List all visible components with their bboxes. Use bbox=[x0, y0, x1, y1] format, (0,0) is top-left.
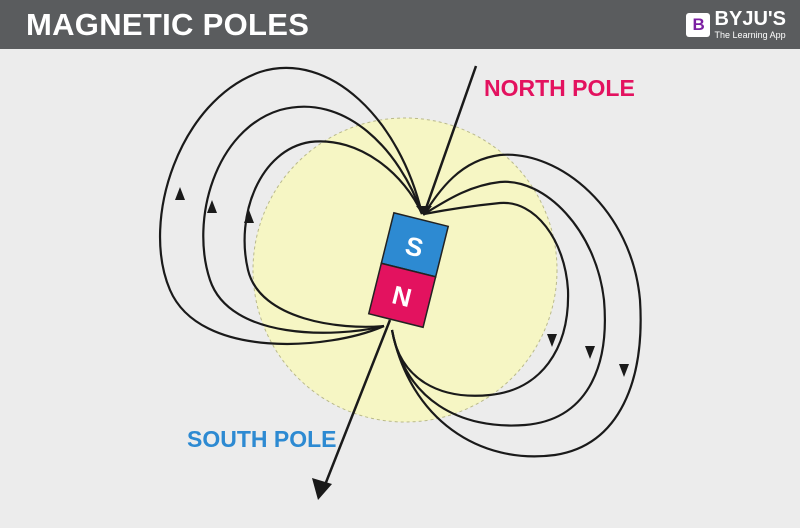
magnetic-field-diagram: S N bbox=[158, 65, 642, 500]
north-pole-label: NORTH POLE bbox=[484, 75, 635, 101]
field-line-right-outer bbox=[390, 153, 642, 458]
bar-magnet: S N bbox=[367, 211, 450, 329]
field-line-right-inner bbox=[390, 201, 570, 397]
south-pointer-arrowhead bbox=[312, 478, 332, 500]
arrow-right-outer bbox=[619, 364, 629, 377]
field-line-left-inner bbox=[243, 140, 424, 328]
field-lines bbox=[158, 66, 642, 458]
page-title: MAGNETIC POLES bbox=[26, 6, 310, 42]
north-pointer-line bbox=[422, 65, 478, 215]
field-line-right-middle bbox=[390, 180, 606, 427]
header-bar: MAGNETIC POLES B BYJU'S The Learning App bbox=[0, 0, 800, 49]
arrow-left-middle bbox=[207, 200, 217, 213]
brand-logo: B BYJU'S The Learning App bbox=[685, 8, 786, 40]
arrow-right-inner bbox=[547, 334, 557, 347]
arrow-right-middle bbox=[585, 346, 595, 359]
brand-tagline: The Learning App bbox=[714, 30, 786, 40]
field-direction-arrows bbox=[175, 187, 629, 377]
arrow-left-inner bbox=[244, 210, 254, 223]
field-line-left-middle bbox=[202, 105, 424, 334]
brand-name: BYJU'S bbox=[714, 8, 786, 30]
field-line-left-outer bbox=[158, 66, 424, 346]
south-pointer-line bbox=[321, 319, 392, 491]
byjus-logo-icon: B bbox=[685, 12, 710, 37]
arrow-left-outer bbox=[175, 187, 185, 200]
south-pole-label: SOUTH POLE bbox=[187, 426, 337, 452]
diagram-area: S N bbox=[0, 49, 800, 523]
magnet-north-half bbox=[367, 262, 437, 329]
